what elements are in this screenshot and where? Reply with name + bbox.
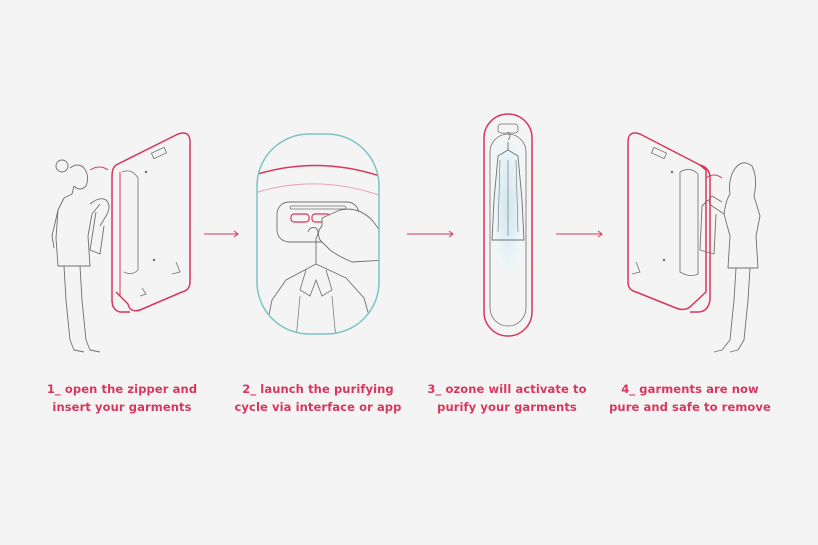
- arrow-right-icon: [556, 230, 603, 238]
- step4-caption-line1: 4_ garments are now: [621, 382, 759, 396]
- insert-hint-arrow-icon: [89, 166, 109, 171]
- zoom-frame: [256, 133, 380, 335]
- step2-caption-line1: 2_ launch the purifying: [242, 382, 394, 396]
- step3-caption: 3_ ozone will activate to purify your ga…: [412, 380, 602, 416]
- step1-caption: 1_ open the zipper and insert your garme…: [27, 380, 217, 416]
- person-left-icon: [51, 159, 110, 353]
- hand-icon: [317, 208, 379, 263]
- purifier-unit-open-icon: [111, 132, 191, 313]
- step1-caption-line2: insert your garments: [52, 400, 192, 414]
- step4-caption: 4_ garments are now pure and safe to rem…: [595, 380, 785, 416]
- step2-caption-line2: cycle via interface or app: [234, 400, 402, 414]
- arrow-right-icon: [204, 230, 239, 238]
- purifier-unit-closed-icon: [483, 113, 533, 337]
- step2-caption: 2_ launch the purifying cycle via interf…: [223, 380, 413, 416]
- step1-illustration: [51, 132, 191, 353]
- remove-hint-arrow-icon: [705, 174, 723, 179]
- step4-caption-line2: pure and safe to remove: [609, 400, 771, 414]
- garment-icon: [491, 142, 525, 241]
- garment-icon: [263, 238, 377, 334]
- step3-caption-line2: purify your garments: [437, 400, 577, 414]
- step2-illustration: [256, 133, 380, 335]
- step1-caption-line1: 1_ open the zipper and: [46, 382, 198, 396]
- step3-caption-line1: 3_ ozone will activate to: [427, 382, 587, 396]
- person-right-icon: [699, 162, 761, 353]
- step4-illustration: [627, 132, 761, 353]
- purifier-unit-open-icon: [627, 132, 711, 313]
- step3-illustration: [483, 113, 533, 337]
- arrow-right-icon: [407, 230, 454, 238]
